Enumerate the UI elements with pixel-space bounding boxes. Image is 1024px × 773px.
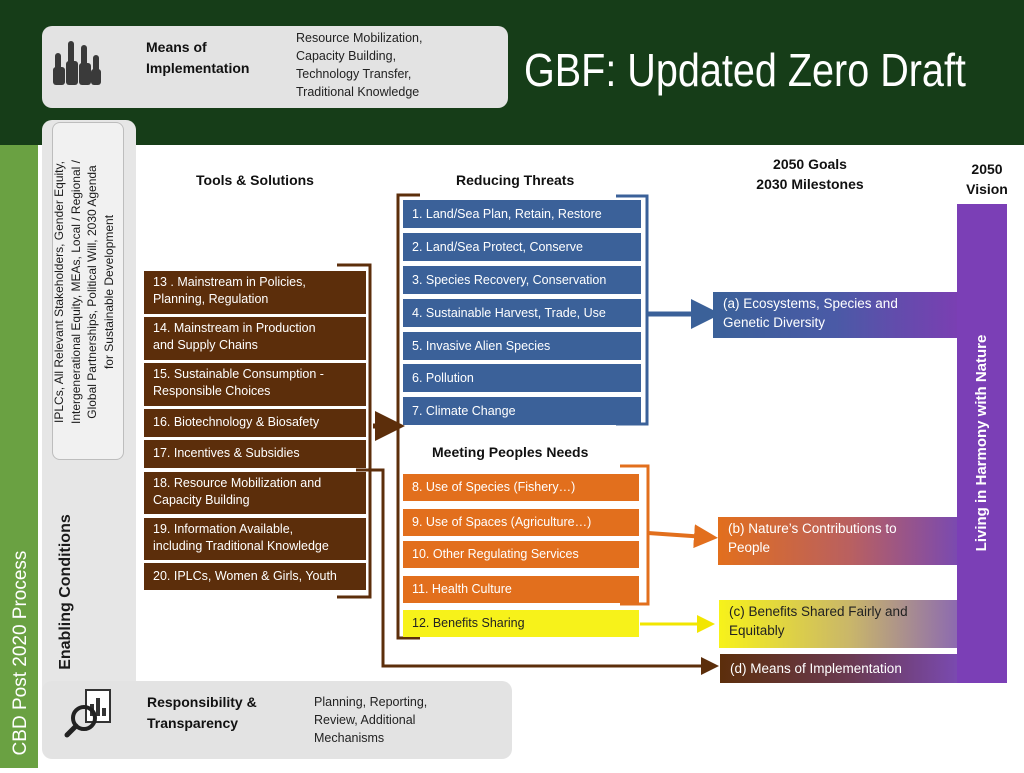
threat-item-7: 7. Climate Change [403,397,641,425]
magnifier-chart-icon [64,689,111,738]
goals-header-line: 2030 Milestones [756,176,864,192]
responsibility-box [42,681,512,759]
tool-line: 15. Sustainable Consumption - [153,367,324,381]
means-heading: Means of Implementation [146,37,249,79]
goal-line: People [728,540,771,555]
need-item-11: 11. Health Culture [403,576,639,603]
goal-line: (d) Means of Implementation [730,661,902,676]
tool-line: 13 . Mainstream in Policies, [153,275,306,289]
tool-item-19: 19. Information Available, including Tra… [144,518,366,560]
responsibility-heading-line: Transparency [147,715,239,731]
means-heading-line: Implementation [146,60,250,76]
tool-item-18: 18. Resource Mobilization and Capacity B… [144,472,366,514]
responsibility-item: Planning, Reporting, [314,695,428,709]
goal-d: (d) Means of Implementation [720,654,958,683]
responsibility-item: Mechanisms [314,731,385,745]
goals-header-line: 2050 Goals [773,156,847,172]
tool-line: Planning, Regulation [153,292,269,306]
tool-item-14: 14. Mainstream in Production and Supply … [144,317,366,360]
means-item: Traditional Knowledge [296,85,420,99]
threats-header: Reducing Threats [456,172,575,188]
side-band [0,145,38,768]
vision-header: 2050 Vision [958,159,1016,199]
responsibility-heading: Responsibility & Transparency [147,692,257,734]
vision-text: Living in Harmony with Nature [973,334,990,552]
vision-bar [957,204,1007,683]
tool-line: Capacity Building [153,493,250,507]
goal-line: (a) Ecosystems, Species and [723,296,898,311]
needs-header: Meeting Peoples Needs [432,444,589,460]
responsibility-items: Planning, Reporting, Review, Additional … [314,693,427,747]
tool-line: 19. Information Available, [153,522,294,536]
means-item: Capacity Building, [296,49,397,63]
responsibility-heading-line: Responsibility & [147,694,257,710]
tool-line: Responsible Choices [153,384,271,398]
means-item: Resource Mobilization, [296,31,423,45]
vision-header-line: Vision [966,181,1008,197]
goal-b: (b) Nature’s Contributions to People [718,517,958,565]
vision-header-line: 2050 [971,161,1003,177]
tool-line: 17. Incentives & Subsidies [153,446,300,460]
goal-line: (b) Nature’s Contributions to [728,521,897,536]
goals-header: 2050 Goals 2030 Milestones [750,154,870,194]
need-item-9: 9. Use of Spaces (Agriculture…) [403,509,639,536]
goal-a: (a) Ecosystems, Species and Genetic Dive… [713,292,957,338]
goal-line: Equitably [729,623,785,638]
means-heading-line: Means of [146,39,207,55]
tool-line: 18. Resource Mobilization and [153,476,322,490]
means-box [42,26,508,108]
tool-item-20: 20. IPLCs, Women & Girls, Youth [144,563,366,590]
tool-item-15: 15. Sustainable Consumption - Responsibl… [144,363,366,406]
need-item-12: 12. Benefits Sharing [403,610,639,637]
tool-line: including Traditional Knowledge [153,539,329,553]
need-item-10: 10. Other Regulating Services [403,541,639,568]
tool-line: 16. Biotechnology & Biosafety [153,415,320,429]
need-item-8: 8. Use of Species (Fishery…) [403,474,639,501]
raised-hands-icon [53,41,101,85]
tool-line: 20. IPLCs, Women & Girls, Youth [153,569,337,583]
tools-header: Tools & Solutions [196,172,314,188]
tool-line: and Supply Chains [153,338,258,352]
threat-item-6: 6. Pollution [403,364,641,392]
page-title: GBF: Updated Zero Draft [524,44,966,96]
responsibility-item: Review, Additional [314,713,416,727]
threat-item-5: 5. Invasive Alien Species [403,332,641,360]
threat-item-2: 2. Land/Sea Protect, Conserve [403,233,641,261]
tool-line: 14. Mainstream in Production [153,321,316,335]
principles-box [52,122,124,460]
threat-item-4: 4. Sustainable Harvest, Trade, Use [403,299,641,327]
tool-item-16: 16. Biotechnology & Biosafety [144,409,366,437]
tool-item-17: 17. Incentives & Subsidies [144,440,366,468]
threat-item-3: 3. Species Recovery, Conservation [403,266,641,294]
tool-item-13: 13 . Mainstream in Policies, Planning, R… [144,271,366,314]
goal-line: Genetic Diversity [723,315,826,330]
threat-item-1: 1. Land/Sea Plan, Retain, Restore [403,200,641,228]
means-item: Technology Transfer, [296,67,412,81]
means-items: Resource Mobilization, Capacity Building… [296,29,422,101]
goal-c: (c) Benefits Shared Fairly and Equitably [719,600,958,648]
goal-line: (c) Benefits Shared Fairly and [729,604,908,619]
